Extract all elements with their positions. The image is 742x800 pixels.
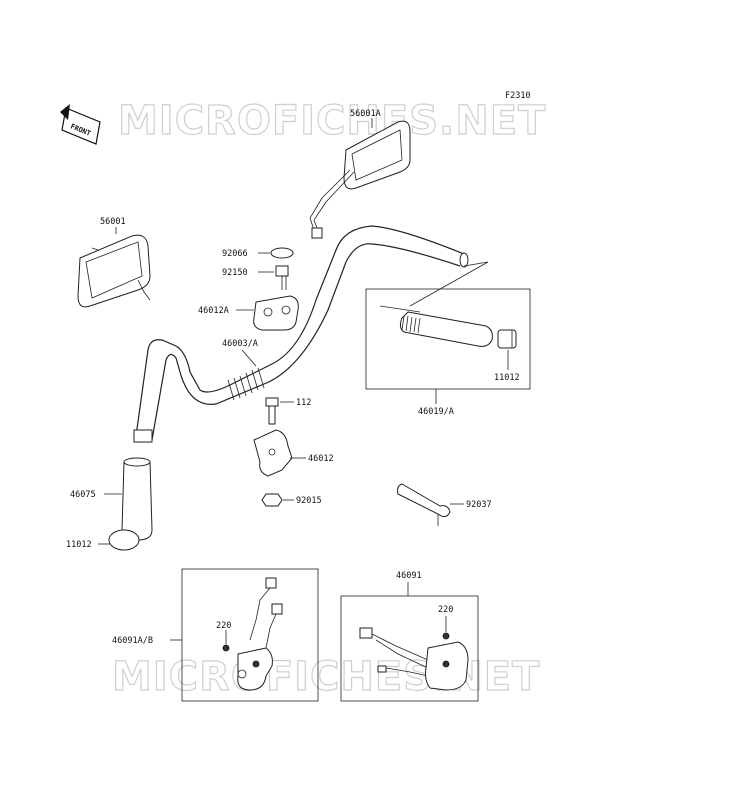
nut-92015 [261,493,283,507]
cap-92066 [270,247,294,259]
label-46091AB: 46091A/B [112,636,153,646]
holder-upper-46012A [253,295,299,331]
label-220-right: 220 [438,605,453,615]
label-112: 112 [296,398,311,408]
label-46075: 46075 [70,490,96,500]
label-92015: 92015 [296,496,322,506]
label-cap-left: 11012 [66,540,92,550]
grip-left-46075 [121,457,153,541]
label-220-left: 220 [216,621,231,631]
switch-left-box [181,568,319,702]
switch-left-46091AB [237,577,283,691]
watermark-top: MICROFICHES.NET [118,98,546,144]
switch-right-46091 [359,627,469,691]
screw-left-220 [222,644,230,652]
label-46012: 46012 [308,454,334,464]
label-56001: 56001 [100,217,126,227]
label-92066: 92066 [222,249,248,259]
screw-right-220 [442,632,450,640]
label-46019A: 46019/A [418,407,454,417]
grip-assy-box [365,288,531,390]
label-46091: 46091 [396,571,422,581]
handlebar-46003A [133,225,469,443]
grip-right [379,305,493,347]
watermark-bottom: MICROFICHES.NET [112,654,540,700]
label-92037: 92037 [466,500,492,510]
wrench-92037 [397,483,451,526]
mirror-right [309,120,411,239]
bolt-112 [265,397,279,425]
switch-right-box [340,595,479,702]
holder-lower-46012 [253,429,293,477]
label-46012A: 46012A [198,306,229,316]
label-56001A: 56001A [350,109,381,119]
mirror-left [77,234,151,308]
bolt-92150 [275,265,289,290]
diagram-code: F2310 [505,91,531,101]
cap-right-11012 [497,329,517,349]
front-arrow-icon: FRONT [60,104,101,145]
cap-left-11012 [108,529,140,551]
label-46003A: 46003/A [222,339,258,349]
label-92150: 92150 [222,268,248,278]
label-cap-right: 11012 [494,373,520,383]
